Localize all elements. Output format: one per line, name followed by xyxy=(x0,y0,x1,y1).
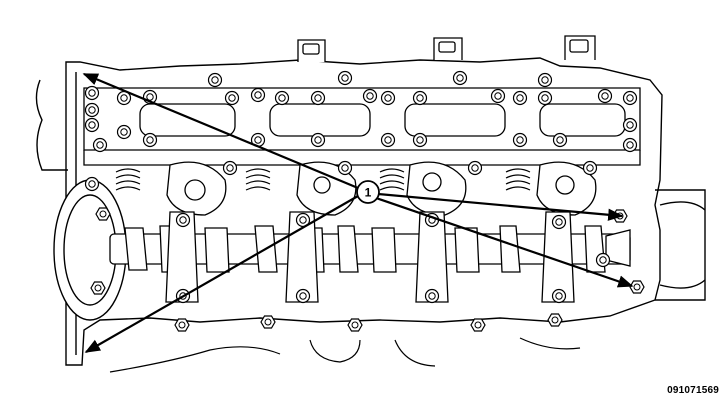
top-brackets xyxy=(297,35,596,62)
arrow-to-right-upper-bolt xyxy=(377,192,624,221)
arrow-to-right-lower-bolt xyxy=(375,196,634,288)
lower-lines xyxy=(109,337,581,373)
injector-bosses xyxy=(166,161,597,216)
cam-seal-plate xyxy=(53,176,127,321)
figure-id: 091071569 xyxy=(667,385,719,396)
callout-marker: 1 xyxy=(356,180,380,204)
lower-flange-bolts xyxy=(174,313,563,332)
callout-number: 1 xyxy=(365,186,372,200)
bearing-caps xyxy=(165,211,575,303)
arrow-to-upper-left-bolt xyxy=(82,72,359,190)
callout-arrows xyxy=(82,72,634,353)
valve-cover-gasket xyxy=(83,87,641,166)
arrow-to-lower-left-bolt xyxy=(84,195,359,353)
upper-bolts xyxy=(84,70,638,153)
